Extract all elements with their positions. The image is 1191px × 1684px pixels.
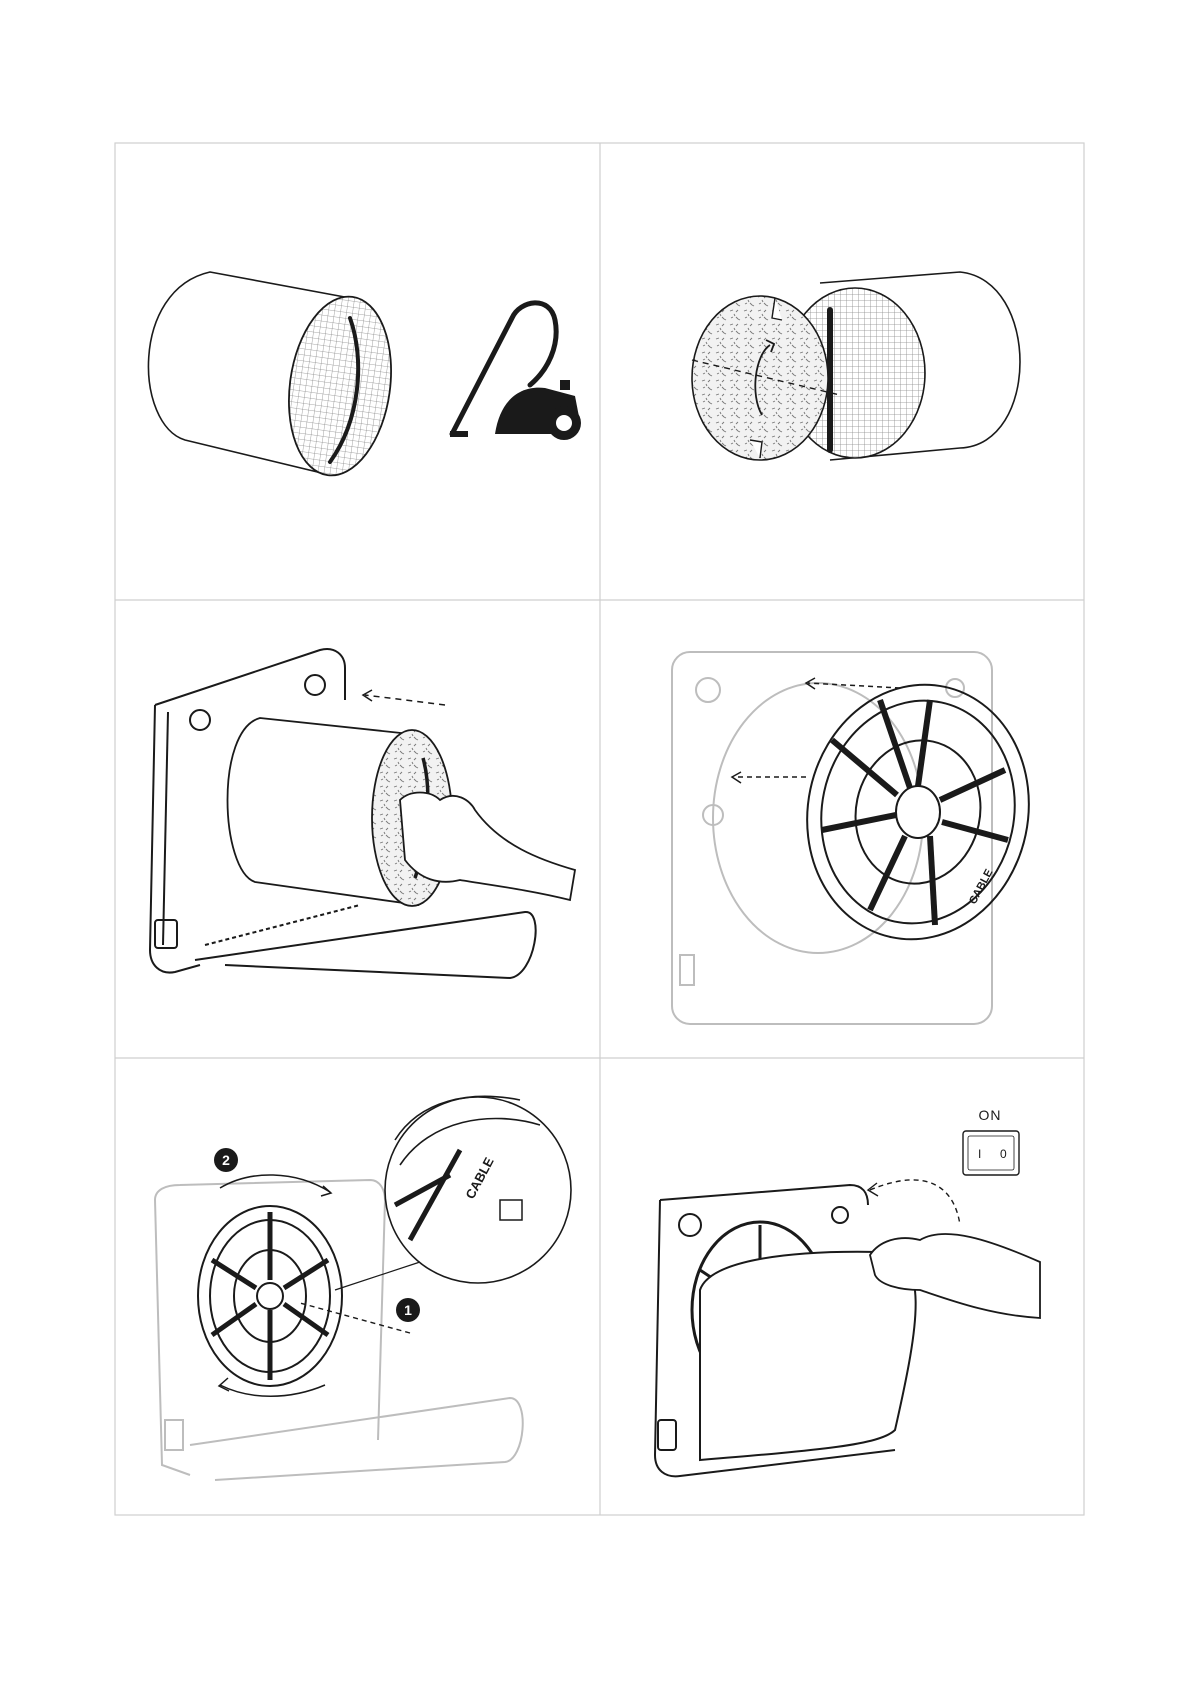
switch-off-label: 0	[1000, 1147, 1007, 1161]
direction-arrow	[365, 695, 445, 705]
step-one-label: 1	[404, 1302, 412, 1318]
filter-cylinder-icon	[148, 272, 402, 482]
grille-icon	[198, 1206, 342, 1386]
detail-magnifier: CABLE	[335, 1096, 571, 1290]
panel-2-filter-pad	[692, 272, 1020, 460]
panel-3-insert-filter	[150, 649, 575, 978]
panel-1-filter-cylinder	[148, 272, 581, 482]
close-direction-arrow	[870, 1180, 960, 1225]
grille-icon	[784, 664, 1052, 960]
switch-on-label: I	[978, 1147, 981, 1161]
step-badge-1: 1	[396, 1298, 420, 1322]
step-badge-2: 2	[214, 1148, 238, 1172]
switch-title: ON	[979, 1107, 1002, 1123]
panel-4-attach-grille: CABLE	[672, 652, 1052, 1024]
panel-6-close-cover: ON I 0	[655, 1107, 1040, 1476]
vacuum-cleaner-icon	[450, 303, 581, 440]
ventilation-unit-icon	[672, 652, 992, 1024]
step-two-label: 2	[222, 1152, 230, 1168]
panel-5-rotate-grille: 2 1 CABLE	[155, 1096, 571, 1480]
power-switch: ON I 0	[963, 1107, 1019, 1175]
